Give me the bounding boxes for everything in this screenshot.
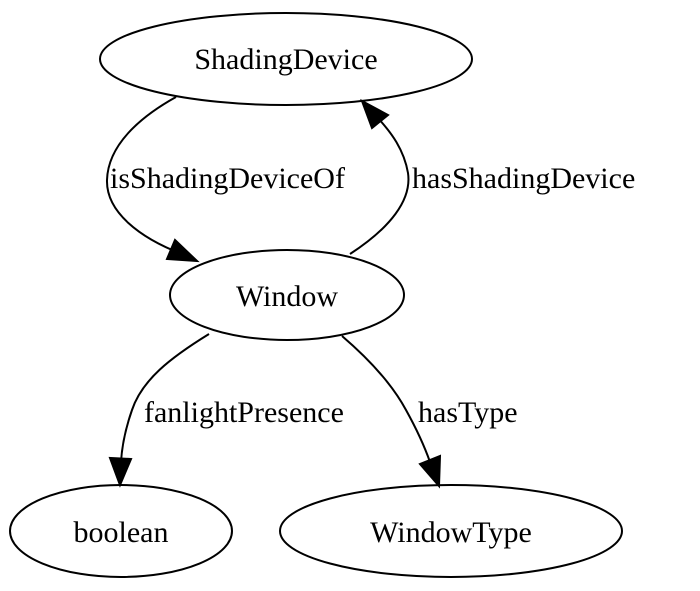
edge-fanlightpresence-line	[120, 333, 210, 463]
node-window-label: Window	[236, 280, 338, 313]
edge-hasshadingdevice-arrow	[360, 98, 390, 130]
edge-hastype-line	[341, 335, 431, 463]
node-shadingdevice-shape	[99, 12, 473, 106]
edge-fanlightpresence-label: fanlightPresence	[144, 396, 344, 429]
node-windowtype[interactable]: WindowType	[279, 484, 623, 578]
edge-fanlightpresence-arrow	[108, 456, 133, 488]
node-shadingdevice[interactable]: ShadingDevice	[99, 12, 473, 106]
edge-hastype-arrow	[418, 454, 442, 489]
edge-hasshadingdevice[interactable]: hasShadingDevice	[349, 98, 635, 255]
node-windowtype-label: WindowType	[370, 516, 532, 549]
node-shadingdevice-label: ShadingDevice	[194, 43, 377, 76]
edge-hastype[interactable]: hasType	[341, 335, 518, 489]
edge-fanlightpresence[interactable]: fanlightPresence	[108, 333, 344, 488]
node-window-shape	[169, 249, 405, 341]
edge-hasshadingdevice-line	[349, 115, 410, 255]
node-boolean-label: boolean	[74, 516, 169, 549]
edge-isshadingdeviceof-arrow	[165, 238, 200, 263]
edge-hasshadingdevice-label: hasShadingDevice	[412, 162, 635, 195]
node-boolean[interactable]: boolean	[9, 484, 233, 578]
edge-hastype-label: hasType	[418, 396, 518, 429]
node-window[interactable]: Window	[169, 249, 405, 341]
edge-isshadingdeviceof[interactable]: isShadingDeviceOf	[105, 96, 345, 263]
edge-isshadingdeviceof-label: isShadingDeviceOf	[110, 162, 345, 195]
node-windowtype-shape	[279, 484, 623, 578]
edge-isshadingdeviceof-line	[105, 96, 183, 255]
